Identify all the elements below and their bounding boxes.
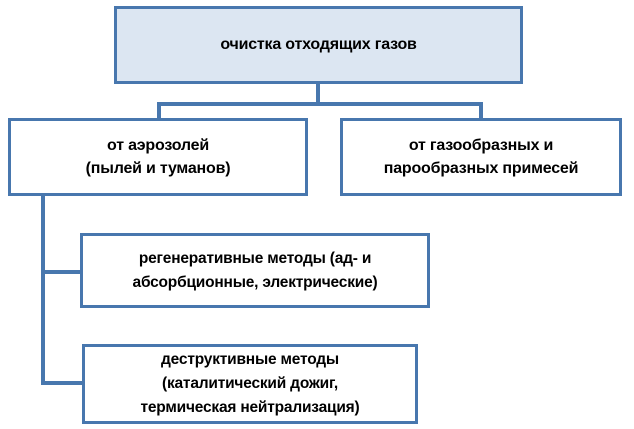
connector-split-to-gaseous: [479, 102, 483, 120]
connector-root-to-split: [316, 84, 320, 106]
connector-spine-to-regenerative: [41, 270, 84, 274]
node-aerosol-line-1: от аэрозолей: [107, 137, 209, 154]
node-gaseous-line-1: от газообразных и: [408, 137, 554, 154]
node-regenerative-line-1: регенеративные методы (ад- и: [138, 249, 372, 267]
node-destructive-line-2: (каталитический дожиг,: [161, 375, 339, 392]
node-destructive-line-1: деструктивные методы: [161, 351, 339, 368]
connector-split-to-aerosols: [157, 102, 161, 120]
node-aerosol-cleaning: от аэрозолей (пылей и туманов): [8, 118, 308, 196]
node-destructive-line-3: термическая нейтрализация): [140, 399, 360, 416]
node-regenerative-line-2: абсорбционные, электрические): [132, 273, 378, 291]
node-aerosol-line-2: (пылей и туманов): [85, 160, 231, 177]
connector-spine-to-destructive: [41, 381, 86, 385]
node-root-line-1: очистка отходящих газов: [220, 36, 417, 53]
node-destructive-methods: деструктивные методы (каталитический дож…: [82, 344, 418, 424]
connector-aerosols-spine: [41, 194, 45, 385]
node-root-gas-cleaning: очистка отходящих газов: [114, 6, 523, 84]
node-gaseous-vapor-cleaning: от газообразных и парообразных примесей: [340, 118, 622, 196]
node-regenerative-methods: регенеративные методы (ад- и абсорбционн…: [80, 233, 430, 308]
node-gaseous-line-2: парообразных примесей: [383, 160, 579, 177]
connector-split-bar: [157, 102, 483, 106]
